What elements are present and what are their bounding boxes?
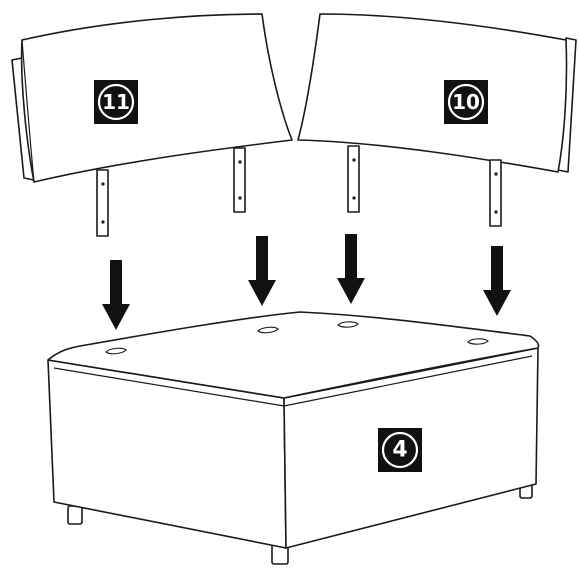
arrow-down-4 <box>483 246 511 316</box>
leg-front-left <box>67 505 83 525</box>
badge-10-label: 10 <box>452 90 480 114</box>
badge-10: 10 <box>444 80 488 124</box>
slot-2 <box>257 326 279 334</box>
arrow-down-1 <box>102 260 130 330</box>
arrow-down-3 <box>337 234 365 304</box>
badge-4-label: 4 <box>392 438 407 463</box>
bracket-right-2 <box>489 159 502 227</box>
seat-base: 4 <box>47 311 540 565</box>
badge-11: 11 <box>94 80 138 124</box>
backrest-left: 11 <box>11 13 293 237</box>
slot-3 <box>337 321 359 328</box>
arrow-down-2 <box>248 236 276 306</box>
bracket-left-1 <box>96 169 109 237</box>
badge-4: 4 <box>378 428 422 472</box>
bracket-left-2 <box>233 147 246 213</box>
slot-4 <box>467 338 489 345</box>
slot-1 <box>105 347 127 355</box>
bracket-right-1 <box>347 145 360 213</box>
backrest-right: 10 <box>297 13 577 227</box>
badge-11-label: 11 <box>102 90 130 114</box>
